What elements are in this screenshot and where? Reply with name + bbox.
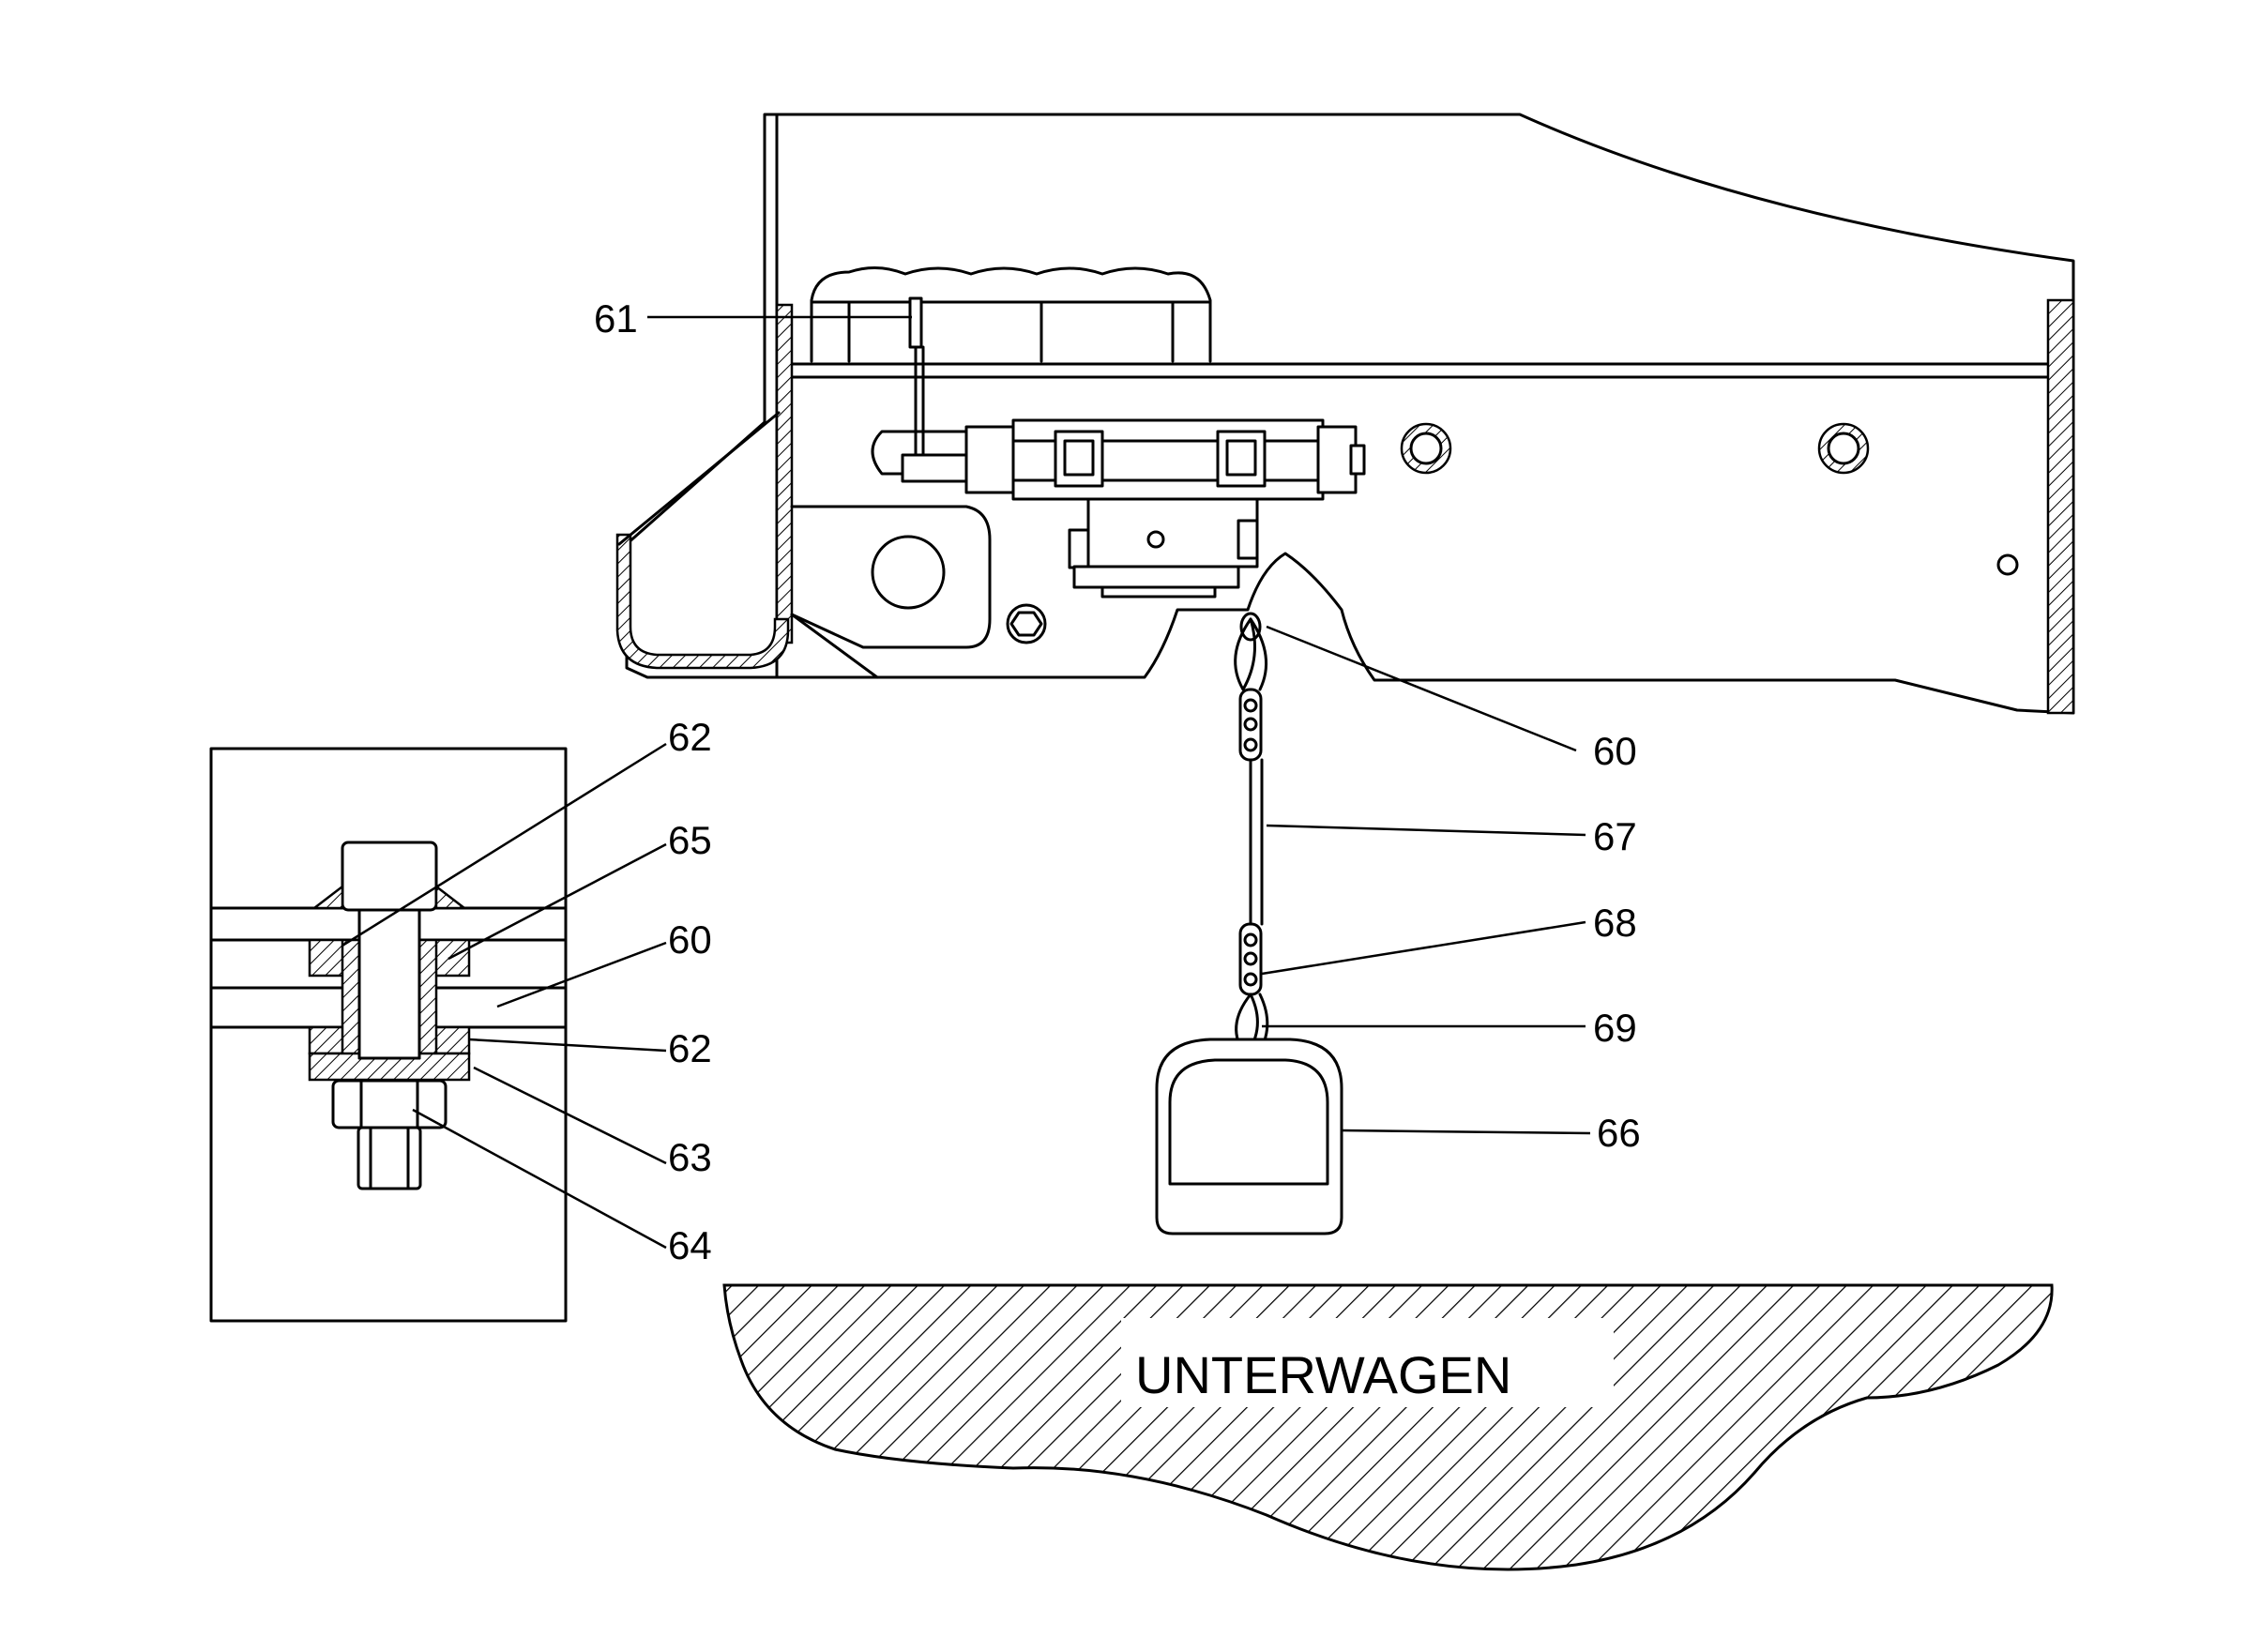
end-plate [2046,298,2075,715]
ref-69: 69 [1593,1006,1637,1050]
ref-61: 61 [594,296,638,341]
ref-65: 65 [668,818,712,862]
ref-60-detail: 60 [668,917,712,962]
ref-67: 67 [1593,814,1637,858]
leader-lines [341,315,1591,1250]
undercarriage-region: UNTERWAGEN [722,1283,2054,1571]
ref-63: 63 [668,1135,712,1179]
valve-block [871,296,1366,599]
frame-assembly [615,113,2075,715]
ref-66: 66 [1597,1111,1641,1155]
side-plate [775,303,794,644]
detail-view [209,747,568,1323]
undercarriage-label: UNTERWAGEN [1135,1345,1511,1404]
chain-weight-assembly [1155,612,1343,1235]
lower-profile [615,533,790,670]
reference-labels: 61 60 67 68 69 66 62 65 60 62 63 64 [594,296,1641,1267]
ref-68: 68 [1593,901,1637,945]
detail-frame [209,747,568,1323]
ref-62-bottom: 62 [668,1026,712,1070]
ref-60-main: 60 [1593,729,1637,773]
ref-64: 64 [668,1223,712,1267]
ref-62-top: 62 [668,715,712,759]
